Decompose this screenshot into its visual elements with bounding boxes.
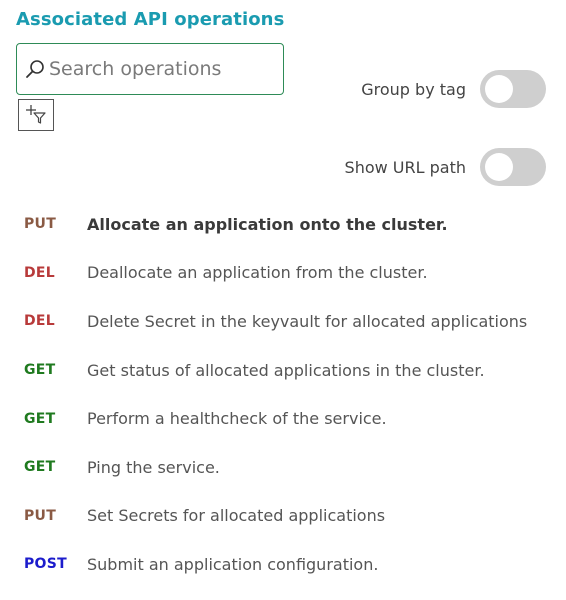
method-badge: POST — [24, 556, 67, 573]
operation-item[interactable]: DEL Deallocate an application from the c… — [0, 249, 566, 298]
operation-item[interactable]: GET Get status of allocated applications… — [0, 346, 566, 395]
toggle-knob — [485, 153, 513, 181]
toggle-knob — [485, 75, 513, 103]
page-title: Associated API operations — [16, 9, 285, 30]
method-badge: DEL — [24, 313, 56, 330]
method-badge: GET — [24, 459, 56, 476]
search-input[interactable] — [49, 58, 269, 80]
operation-item[interactable]: POST Submit an application configuration… — [0, 540, 566, 589]
operation-item[interactable]: PUT Allocate an application onto the clu… — [0, 200, 566, 249]
operation-label: Allocate an application onto the cluster… — [87, 214, 448, 234]
add-filter-button[interactable] — [18, 99, 54, 131]
show-url-path-label: Show URL path — [344, 157, 466, 177]
method-badge: GET — [24, 362, 56, 379]
method-badge: DEL — [24, 264, 56, 281]
group-by-tag-label: Group by tag — [361, 79, 466, 99]
operation-item[interactable]: GET Ping the service. — [0, 443, 566, 492]
show-url-path-row: Show URL path — [345, 148, 546, 186]
add-filter-icon — [25, 104, 47, 127]
operation-label: Get status of allocated applications in … — [87, 360, 485, 380]
operation-label: Perform a healthcheck of the service. — [87, 409, 387, 429]
method-badge: PUT — [24, 507, 57, 524]
method-badge: GET — [24, 410, 56, 427]
operation-label: Deallocate an application from the clust… — [87, 263, 428, 283]
operation-item[interactable]: GET Perform a healthcheck of the service… — [0, 394, 566, 443]
operation-item[interactable]: DEL Delete Secret in the keyvault for al… — [0, 297, 566, 346]
group-by-tag-toggle[interactable] — [480, 70, 546, 108]
operation-item[interactable]: PUT Set Secrets for allocated applicatio… — [0, 492, 566, 541]
show-url-path-toggle[interactable] — [480, 148, 546, 186]
operation-label: Submit an application configuration. — [87, 554, 379, 574]
group-by-tag-row: Group by tag — [361, 70, 546, 108]
search-box[interactable] — [16, 43, 284, 95]
operations-list: PUT Allocate an application onto the clu… — [0, 200, 566, 589]
operation-label: Ping the service. — [87, 457, 220, 477]
method-badge: PUT — [24, 216, 57, 233]
operation-label: Delete Secret in the keyvault for alloca… — [87, 311, 528, 331]
operation-label: Set Secrets for allocated applications — [87, 506, 386, 526]
search-icon — [25, 59, 45, 79]
